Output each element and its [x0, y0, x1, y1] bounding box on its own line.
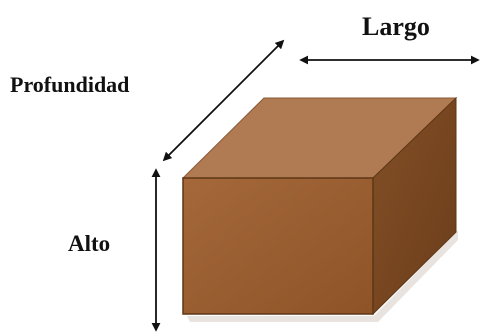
box-front-face [182, 177, 374, 315]
profundidad-label: Profundidad [10, 72, 130, 97]
largo-label: Largo [362, 12, 430, 41]
alto-label: Alto [68, 231, 111, 256]
profundidad-arrow [162, 39, 285, 162]
